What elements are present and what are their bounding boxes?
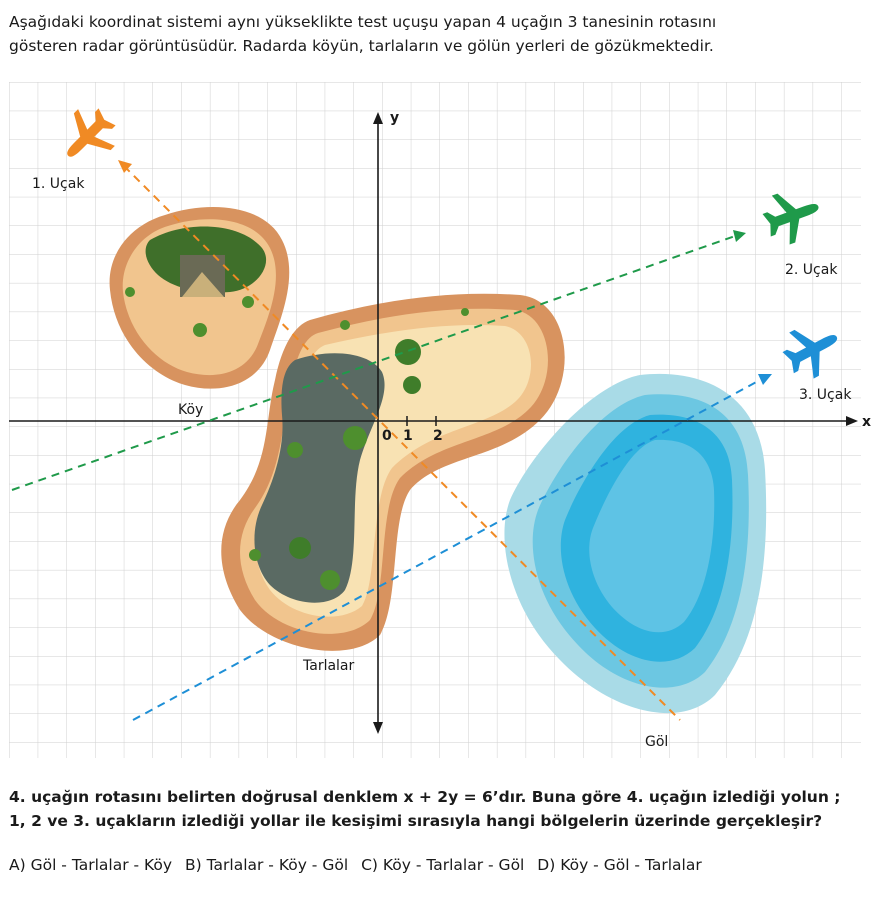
plane-3-arrowhead xyxy=(758,374,772,385)
answer-options: A) Göl - Tarlalar - Köy B) Tarlalar - Kö… xyxy=(9,853,869,877)
x-axis-arrow xyxy=(846,416,858,426)
village-label: Köy xyxy=(178,402,203,418)
question-line-2: 1, 2 ve 3. uçakların izlediği yollar ile… xyxy=(9,812,823,830)
option-a[interactable]: A) Göl - Tarlalar - Köy xyxy=(9,856,173,874)
intro-text: Aşağıdaki koordinat sistemi aynı yüksekl… xyxy=(9,10,869,58)
plane-1-arrowhead xyxy=(118,160,132,173)
plane-2-route xyxy=(11,235,736,491)
intro-line-1: Aşağıdaki koordinat sistemi aynı yüksekl… xyxy=(9,13,717,31)
plane-1-airplane-icon xyxy=(67,108,116,157)
plane-2-label: 2. Uçak xyxy=(785,262,838,278)
question-line-1: 4. uçağın rotasını belirten doğrusal den… xyxy=(9,788,841,806)
lake-region xyxy=(504,373,767,714)
village-region xyxy=(109,207,290,389)
plane-3-airplane-icon xyxy=(782,329,838,379)
plane-2-airplane-icon xyxy=(762,193,819,245)
y-axis-label: y xyxy=(390,110,399,126)
y-axis-arrow xyxy=(373,112,383,124)
question-text: 4. uçağın rotasını belirten doğrusal den… xyxy=(9,785,869,833)
tick-label-1: 1 xyxy=(403,428,413,444)
option-c[interactable]: C) Köy - Tarlalar - Göl xyxy=(361,856,525,874)
fields-region xyxy=(221,293,565,651)
x-axis-label: x xyxy=(862,414,871,430)
option-d[interactable]: D) Köy - Göl - Tarlalar xyxy=(537,856,702,874)
fields-label: Tarlalar xyxy=(302,658,355,674)
tick-label-0: 0 xyxy=(382,428,392,444)
plane-2-arrowhead xyxy=(733,230,746,242)
plane-1-label: 1. Uçak xyxy=(32,176,85,192)
option-b[interactable]: B) Tarlalar - Köy - Göl xyxy=(185,856,349,874)
plane-3-route xyxy=(132,379,761,721)
plane-1-route xyxy=(123,165,681,721)
intro-line-2: gösteren radar görüntüsüdür. Radarda köy… xyxy=(9,37,714,55)
tick-label-2: 2 xyxy=(433,428,443,444)
plane-3-label: 3. Uçak xyxy=(799,387,852,403)
y-axis-arrow-bottom xyxy=(373,722,383,734)
lake-label: Göl xyxy=(645,734,668,750)
